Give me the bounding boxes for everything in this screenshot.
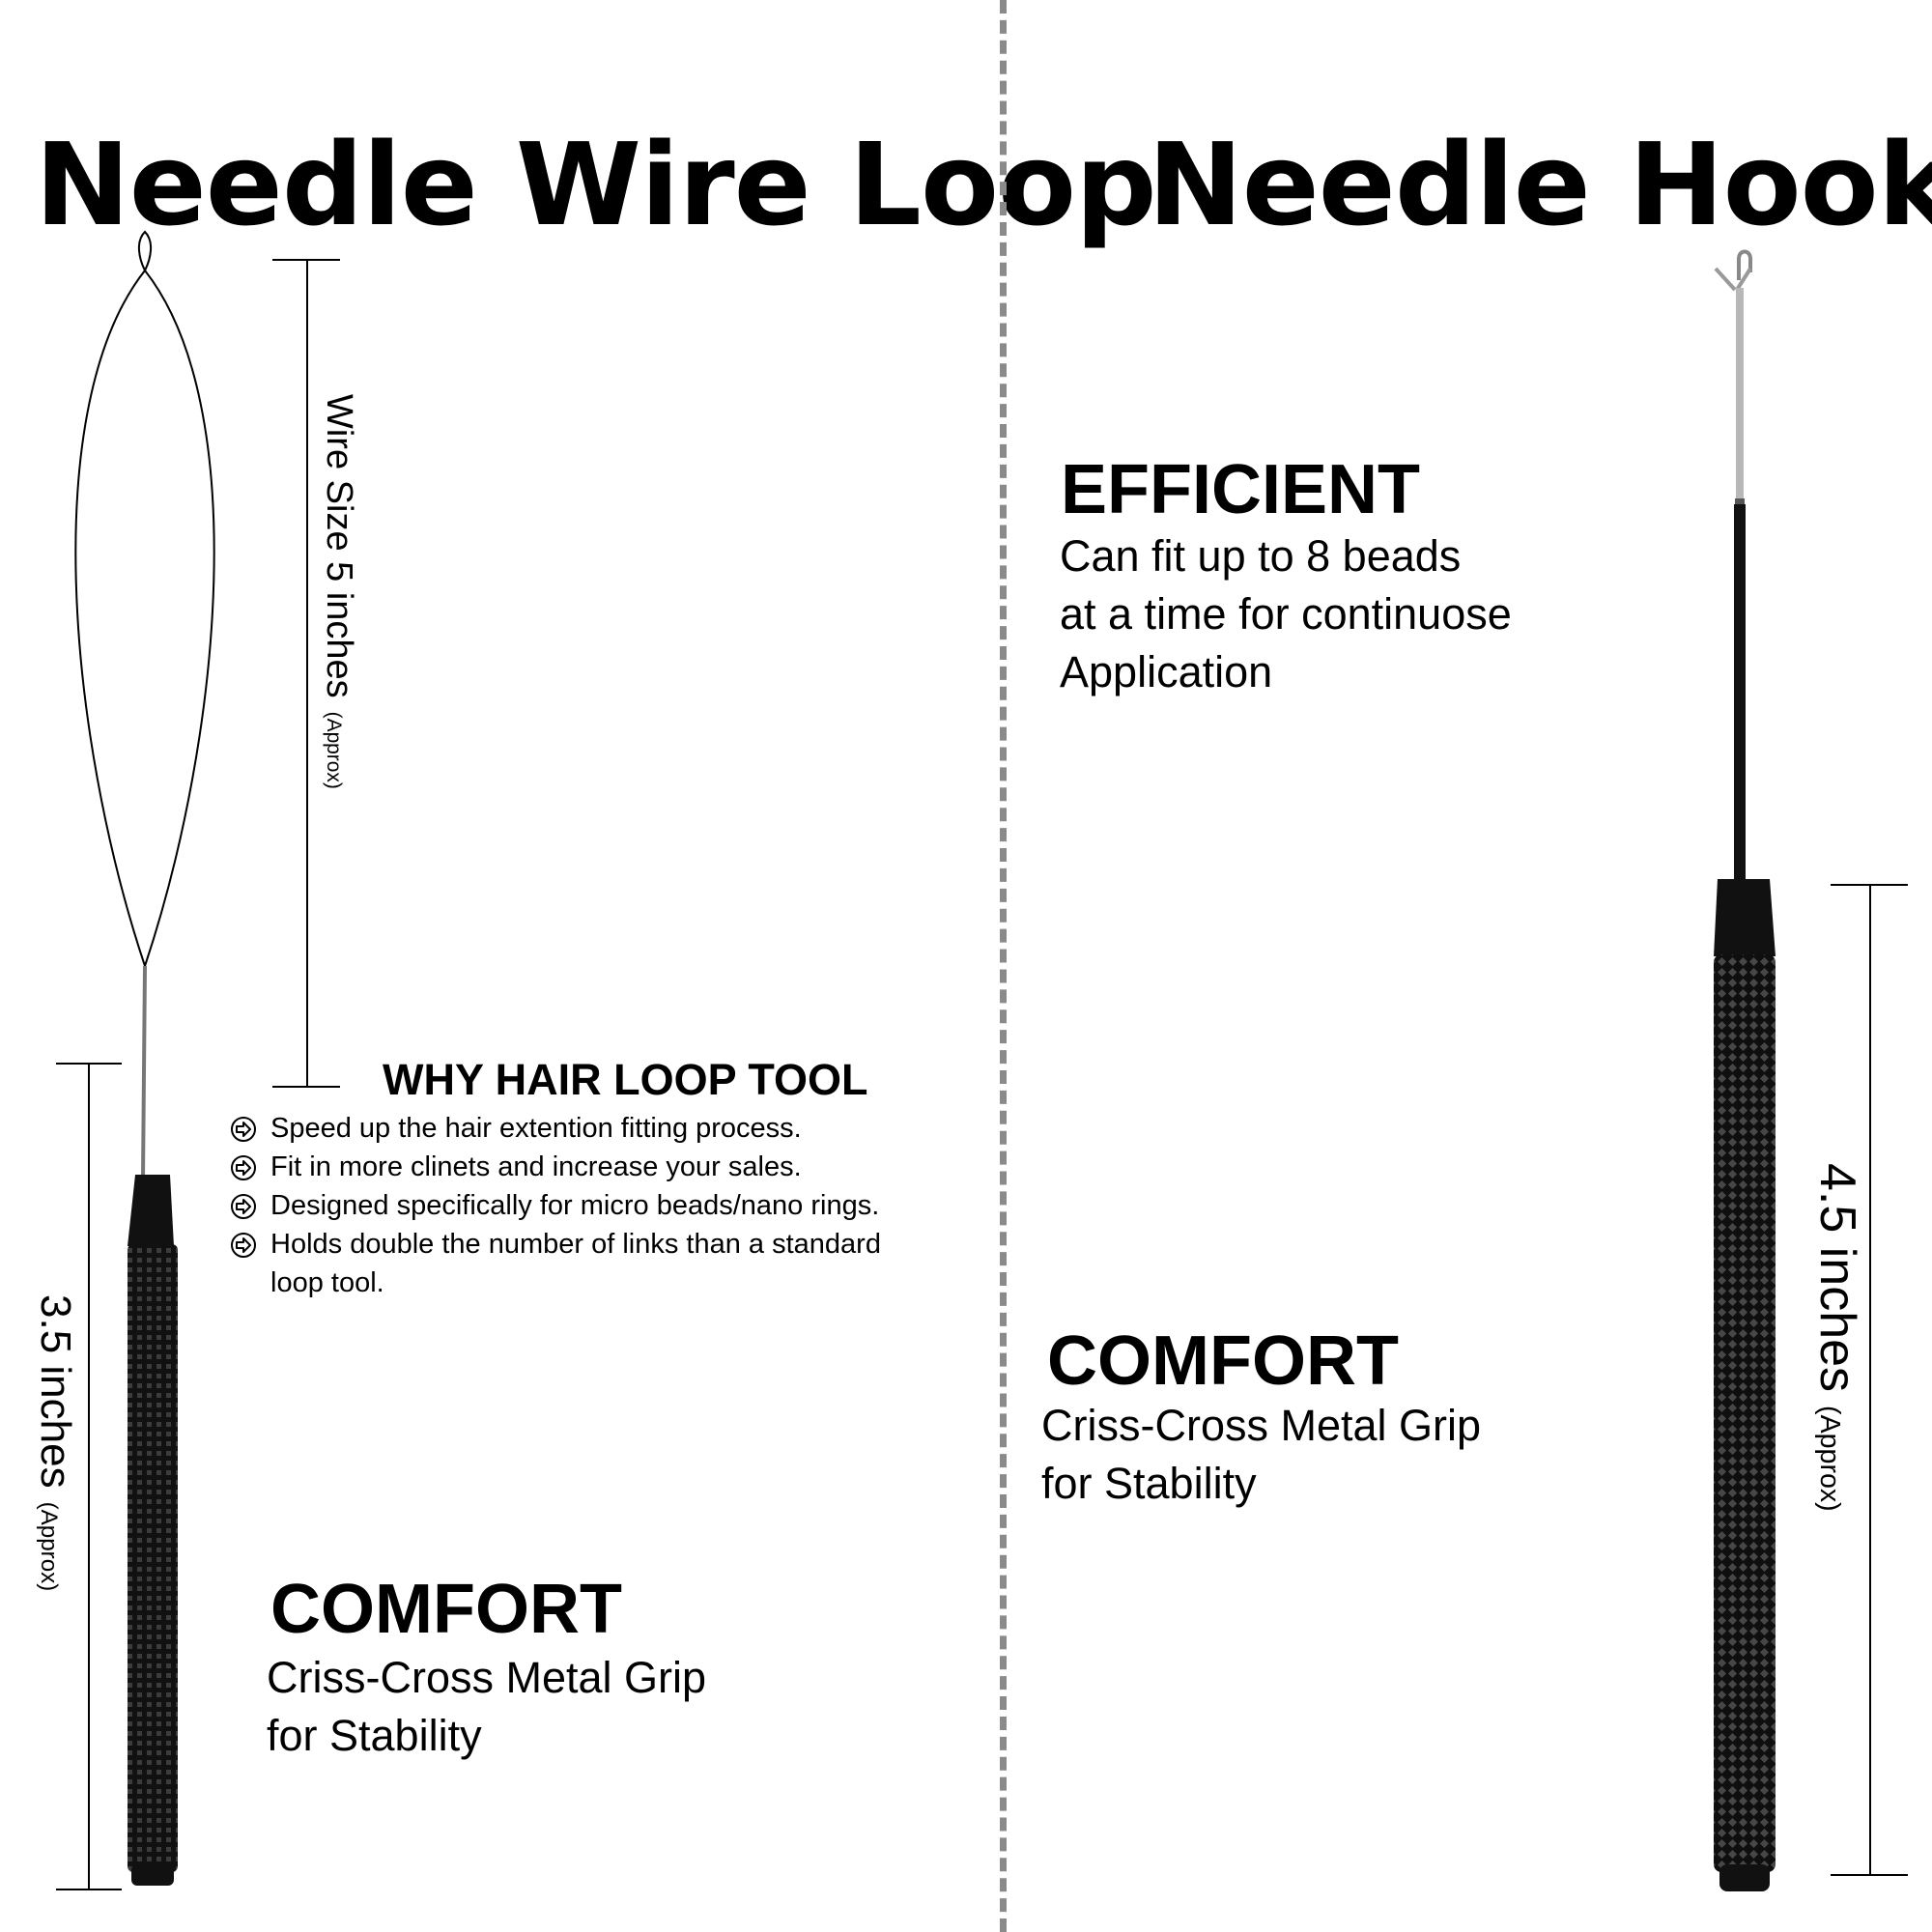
why-item-text: loop tool. [270,1267,384,1298]
title-needle-wire-loop: Needle Wire Loop [35,118,1157,251]
right-handle-size-approx: (Approx) [1814,1406,1845,1512]
left-handle-size-approx: (Approx) [36,1501,62,1592]
left-comfort-line: for Stability [267,1710,482,1760]
list-item-continuation: loop tool. [228,1264,1001,1302]
list-item: Holds double the number of links than a … [228,1225,1001,1264]
left-handle-dimension-bottom-cap [56,1889,122,1890]
wire-size-approx: (Approx) [323,711,345,789]
efficient-line: at a time for continuose [1060,589,1512,639]
right-handle-dimension-line [1869,884,1871,1874]
efficient-line: Can fit up to 8 beads [1060,531,1462,581]
needle-hook-tool-image [1714,249,1776,1891]
list-item: Fit in more clinets and increase your sa… [228,1148,1001,1186]
wire-size-value: Wire Size 5 inches [319,394,359,698]
right-handle-dimension-top-cap [1831,884,1908,886]
left-comfort-line: Criss-Cross Metal Grip [267,1653,707,1702]
left-comfort-text: Criss-Cross Metal Grip for Stability [267,1649,706,1765]
efficient-text: Can fit up to 8 beads at a time for cont… [1060,527,1512,701]
title-needle-hook: Needle Hook [1148,118,1932,251]
left-handle-dimension-top-cap [56,1063,122,1065]
efficient-line: Application [1060,647,1273,696]
wire-size-label: Wire Size 5 inches (Approx) [318,394,359,789]
list-item: Speed up the hair extention fitting proc… [228,1109,1001,1148]
why-item-text: Holds double the number of links than a … [270,1229,881,1260]
right-handle-dimension-bottom-cap [1831,1874,1908,1876]
wire-dimension-line [306,259,308,1086]
right-comfort-text: Criss-Cross Metal Grip for Stability [1041,1397,1481,1513]
why-heading: WHY HAIR LOOP TOOL [383,1055,868,1104]
right-handle-size-label: 4.5 inches (Approx) [1808,1163,1866,1512]
wire-dimension-top-cap [272,259,340,261]
why-item-text: Speed up the hair extention fitting proc… [270,1113,802,1144]
left-handle-dimension-line [88,1063,90,1889]
arrow-circle-icon [231,1194,256,1219]
why-item-text: Fit in more clinets and increase your sa… [270,1151,802,1182]
right-comfort-line: Criss-Cross Metal Grip [1041,1401,1482,1450]
arrow-circle-icon [231,1233,256,1258]
left-handle-size-value: 3.5 inches [32,1294,79,1489]
center-divider [1000,0,1007,1932]
efficient-heading: EFFICIENT [1061,451,1420,528]
wire-dimension-bottom-cap [272,1086,340,1088]
right-handle-size-value: 4.5 inches [1809,1163,1865,1393]
wire-loop-tool-image [74,230,215,1886]
left-handle-size-label: 3.5 inches (Approx) [31,1294,79,1591]
arrow-circle-icon [231,1155,256,1180]
arrow-circle-icon [231,1117,256,1142]
why-item-text: Designed specifically for micro beads/na… [270,1190,880,1221]
list-item: Designed specifically for micro beads/na… [228,1186,1001,1225]
right-comfort-line: for Stability [1041,1459,1257,1508]
left-comfort-heading: COMFORT [270,1571,622,1648]
right-comfort-heading: COMFORT [1047,1322,1399,1400]
why-list: Speed up the hair extention fitting proc… [228,1109,1001,1302]
